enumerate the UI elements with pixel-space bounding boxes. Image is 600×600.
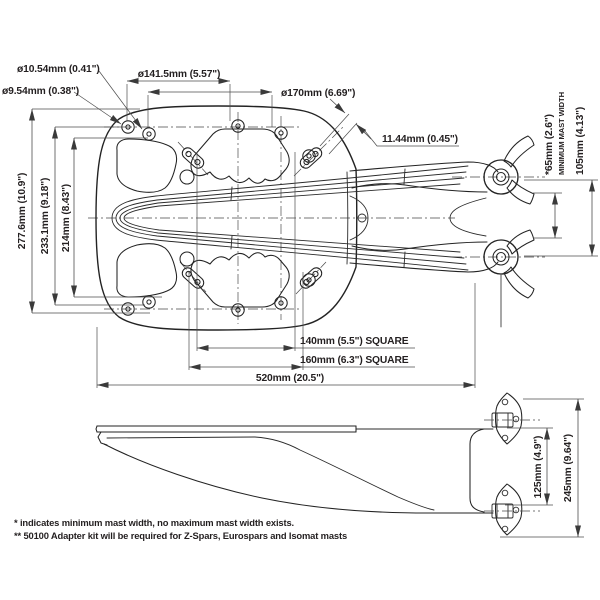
dim-label-tang-inner: 125mm (4.9") [533,436,544,499]
dimension-labels: ø10.54mm (0.41") ø9.54mm (0.38") ø141.5m… [2,64,586,502]
mast-channel-side [469,428,485,513]
dim-label-overall-length: 520mm (20.5") [256,373,324,384]
blade-hairpin [111,165,469,271]
footnote-mast-width: * indicates minimum mast width, no maxim… [14,517,294,528]
mast-tangs-plan [503,135,535,299]
dim-label-height-mid: 233.1mm (9.18") [40,178,51,254]
dim-label-square-inner: 140mm (5.5") SQUARE [300,336,409,347]
side-view [95,392,540,536]
dim-label-slot-width: 11.44mm (0.45") [382,134,458,145]
footnote-adapter-kit: ** 50100 Adapter kit will be required fo… [14,530,347,541]
dim-label-tang-span: 105mm (4.13") [575,107,586,175]
base-plate-outline [95,105,358,331]
mast-tang-top-side [484,392,540,445]
center-web [349,195,487,241]
mast-tang-bottom-side [484,483,540,536]
plan-view [88,105,545,331]
support-arms [349,161,499,273]
dim-label-mast-width: *65mm (2.6") [544,114,555,175]
base-plate-inner-edge [346,171,349,265]
footnotes: * indicates minimum mast width, no maxim… [14,517,347,541]
dim-label-hole-od: ø10.54mm (0.41") [17,64,100,75]
centerlines [88,112,545,324]
dim-label-square-outer: 160mm (6.3") SQUARE [300,355,409,366]
blade-side [97,431,494,514]
dim-label-bolt-circle-outer: ø170mm (6.69") [281,88,355,99]
dim-label-height-overall: 277.6mm (10.9") [17,173,28,249]
dimensions [29,70,598,538]
dim-label-mast-width-note: MINIMUM MAST WIDTH [557,92,566,175]
dim-label-tang-outer: 245mm (9.64") [563,434,574,502]
dim-label-height-inner: 214mm (8.43") [61,184,72,252]
pivot-bosses [483,159,519,328]
deck-plate-side [95,425,494,433]
dim-label-hole-id: ø9.54mm (0.38") [2,86,79,97]
dim-label-bolt-circle-inner: ø141.5mm (5.57") [138,69,221,80]
